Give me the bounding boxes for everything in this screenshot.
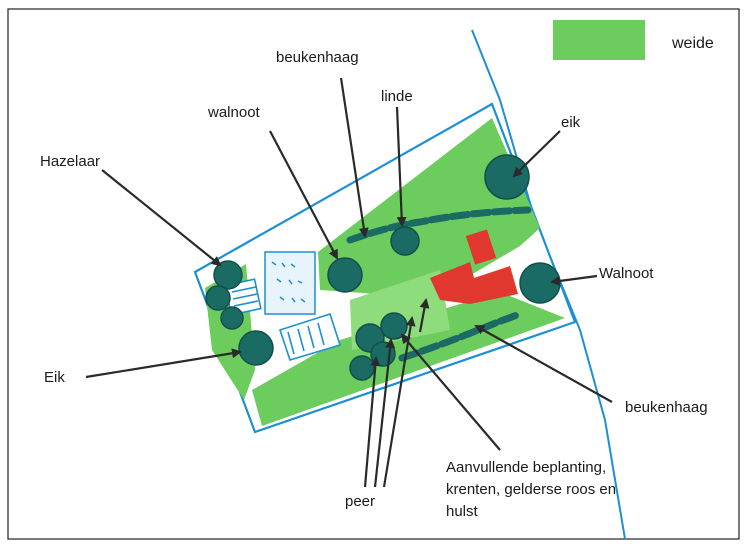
arrow-walnoot-right xyxy=(550,274,598,286)
hedge-bottom xyxy=(398,310,524,362)
arrow-peer-3 xyxy=(382,316,416,488)
arrows xyxy=(85,77,613,488)
arrow-beukenhaag-top xyxy=(339,77,369,238)
label-eik-top: eik xyxy=(561,114,581,131)
label-walnoot-right: Walnoot xyxy=(599,265,654,282)
trees xyxy=(205,154,561,381)
arrow-eik-top xyxy=(512,130,561,178)
tree-eik-top xyxy=(484,154,530,200)
tree-peer xyxy=(349,355,375,381)
label-beukenhaag-top: beukenhaag xyxy=(276,49,359,66)
hedge-top xyxy=(346,206,532,244)
image-border xyxy=(7,8,740,540)
tree-linde xyxy=(390,226,420,256)
label-hazelaar: Hazelaar xyxy=(40,153,101,170)
label-aanvullend-1: Aanvullende beplanting, xyxy=(446,459,607,476)
label-beukenhaag-right: beukenhaag xyxy=(625,399,708,416)
arrow-peer-2 xyxy=(373,338,396,488)
label-peer: peer xyxy=(345,493,376,510)
label-aanvullend-2: krenten, gelderse roos en xyxy=(446,481,617,498)
arrow-hazelaar xyxy=(101,169,222,267)
label-linde: linde xyxy=(381,88,413,105)
red-building xyxy=(430,229,518,304)
tree-hazelaar xyxy=(220,306,244,330)
tree-hazelaar xyxy=(213,260,243,290)
house-area xyxy=(264,251,316,315)
tree-eik-left xyxy=(238,330,274,366)
label-walnoot-top: walnoot xyxy=(208,104,260,121)
arrow-walnoot-top xyxy=(269,130,338,260)
arrow-beukenhaag-right xyxy=(474,325,613,403)
legend-label: weide xyxy=(672,35,714,52)
arrow-linde xyxy=(395,106,407,227)
legend-swatch-weide xyxy=(553,20,645,60)
tree-walnoot-top xyxy=(327,257,363,293)
arrow-aanvullend-2 xyxy=(418,298,430,333)
label-aanvullend-3: hulst xyxy=(446,503,478,520)
tree-walnoot-right xyxy=(519,262,561,304)
tree-hazelaar xyxy=(205,285,231,311)
arrow-peer-1 xyxy=(363,356,381,488)
arrow-aanvullend xyxy=(400,333,501,451)
arrow-eik-left xyxy=(85,348,242,379)
label-eik-left: Eik xyxy=(44,369,65,386)
